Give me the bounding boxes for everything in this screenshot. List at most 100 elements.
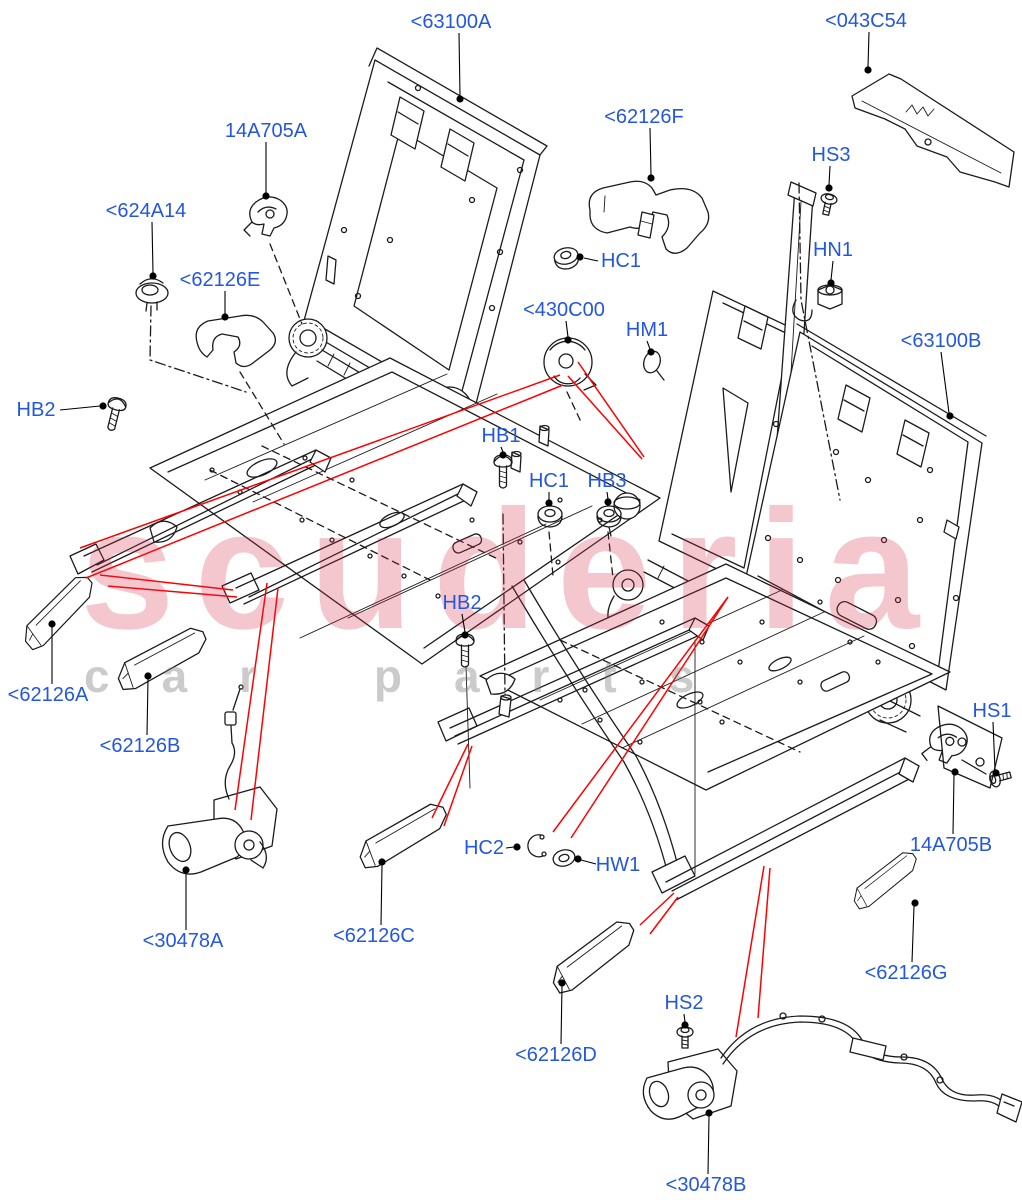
dot-HS2 bbox=[681, 1021, 689, 1029]
part-label-HB2-2[interactable]: HB2 bbox=[443, 592, 482, 614]
part-label-043C54[interactable]: <043C54 bbox=[825, 10, 907, 32]
part-label-HB3[interactable]: HB3 bbox=[588, 470, 627, 492]
part-label-62126E[interactable]: <62126E bbox=[180, 269, 261, 291]
part-label-HS1[interactable]: HS1 bbox=[973, 700, 1012, 722]
part-label-62126B[interactable]: <62126B bbox=[100, 735, 181, 757]
grommet-624A14 bbox=[135, 278, 169, 312]
leader-HM1 bbox=[646, 340, 651, 350]
part-label-63100A[interactable]: <63100A bbox=[411, 11, 492, 33]
part-label-HC1-1[interactable]: HC1 bbox=[601, 250, 641, 272]
dot-30478B bbox=[705, 1109, 713, 1117]
dot-HB2-1 bbox=[99, 402, 107, 410]
dot-62126A bbox=[48, 620, 56, 628]
part-label-430C00[interactable]: <430C00 bbox=[523, 299, 605, 321]
motor-30478A bbox=[161, 684, 278, 875]
leader-30478B bbox=[707, 1115, 710, 1175]
dot-63100B bbox=[946, 412, 954, 420]
bolt-HB2-1 bbox=[101, 395, 129, 434]
part-label-HW1[interactable]: HW1 bbox=[596, 854, 640, 876]
dot-63100A bbox=[456, 95, 464, 103]
dot-043C54 bbox=[864, 66, 872, 74]
cover-62126F bbox=[588, 180, 710, 254]
part-label-62126C[interactable]: <62126C bbox=[333, 925, 415, 947]
leader-HC2 bbox=[505, 846, 515, 849]
screw-HS2 bbox=[676, 1026, 694, 1049]
clip-HM1 bbox=[643, 350, 665, 381]
part-label-62126D[interactable]: <62126D bbox=[515, 1044, 597, 1066]
nut-HN1 bbox=[817, 284, 843, 310]
leader-HS1 bbox=[992, 721, 996, 771]
dot-62126F bbox=[647, 174, 655, 182]
dot-62126D bbox=[558, 979, 566, 987]
dot-62126E bbox=[221, 313, 229, 321]
dot-HC2 bbox=[513, 843, 521, 851]
part-label-HN1[interactable]: HN1 bbox=[813, 239, 853, 261]
part-label-624A14[interactable]: <624A14 bbox=[106, 200, 187, 222]
part-label-HC1-2[interactable]: HC1 bbox=[529, 470, 569, 492]
leader-62126F bbox=[649, 127, 652, 176]
dot-62126G bbox=[911, 899, 919, 907]
leader-HS2 bbox=[683, 1013, 686, 1023]
part-label-14A705B[interactable]: 14A705B bbox=[910, 834, 992, 856]
loose-parts bbox=[14, 73, 1022, 1123]
dot-62126C bbox=[378, 858, 386, 866]
dot-430C00 bbox=[564, 336, 572, 344]
part-label-14A705A[interactable]: 14A705A bbox=[225, 120, 308, 142]
dot-HW1 bbox=[574, 855, 582, 863]
leader-HC1-1 bbox=[583, 257, 599, 262]
leader-62126C bbox=[380, 864, 383, 926]
leader-624A14 bbox=[151, 221, 154, 274]
latch-430C00 bbox=[543, 337, 597, 391]
part-label-62126G[interactable]: <62126G bbox=[865, 962, 948, 984]
construction-lines bbox=[149, 182, 841, 875]
part-labels: <63100A 14A705A <624A14 <62126E <62126F <043C… bbox=[8, 10, 1012, 1196]
dot-HB2-2 bbox=[461, 631, 469, 639]
part-label-30478A[interactable]: <30478A bbox=[143, 930, 224, 952]
part-label-HM1[interactable]: HM1 bbox=[626, 319, 668, 341]
dot-HS1 bbox=[992, 769, 1000, 777]
dot-HB1 bbox=[499, 451, 507, 459]
part-label-HS3[interactable]: HS3 bbox=[812, 144, 851, 166]
right-seatback-frame bbox=[607, 181, 987, 733]
leader-043C54 bbox=[867, 31, 870, 68]
watermark-subtext: car parts bbox=[84, 650, 746, 702]
part-label-62126F[interactable]: <62126F bbox=[604, 106, 684, 128]
label-leader-lines bbox=[48, 31, 1000, 1175]
dot-62126B bbox=[144, 672, 152, 680]
leader-63100B bbox=[940, 351, 950, 414]
dot-14A705A bbox=[262, 192, 270, 200]
leader-HW1 bbox=[580, 859, 597, 865]
part-label-HB1[interactable]: HB1 bbox=[482, 425, 521, 447]
dot-HC1-2 bbox=[545, 499, 553, 507]
part-label-62126A[interactable]: <62126A bbox=[8, 684, 89, 706]
leader-HB2-2 bbox=[461, 613, 466, 633]
dot-HN1 bbox=[827, 279, 835, 287]
leader-62126B bbox=[146, 678, 149, 736]
circlip-HC2 bbox=[527, 834, 547, 858]
leader-430C00 bbox=[565, 320, 569, 338]
leader-63100A bbox=[458, 32, 461, 97]
screw-HS3 bbox=[817, 191, 839, 217]
leader-HS3 bbox=[828, 165, 831, 186]
part-label-63100B[interactable]: <63100B bbox=[901, 330, 982, 352]
leader-HN1 bbox=[830, 260, 834, 281]
red-locator-arrows bbox=[79, 361, 771, 1038]
part-label-30478B[interactable]: <30478B bbox=[666, 1174, 747, 1196]
dot-HM1 bbox=[647, 348, 655, 356]
dot-HB3 bbox=[604, 498, 612, 506]
dot-HS3 bbox=[825, 184, 833, 192]
left-seatback-frame bbox=[286, 47, 548, 455]
part-label-HS2[interactable]: HS2 bbox=[665, 992, 704, 1014]
part-label-HB2-1[interactable]: HB2 bbox=[17, 399, 56, 421]
part-label-HC2[interactable]: HC2 bbox=[464, 837, 504, 859]
trim-panel-043C54 bbox=[851, 73, 1015, 188]
leader-62126G bbox=[911, 905, 915, 963]
motor-30478B bbox=[642, 1012, 1022, 1123]
right-seatbase-frame bbox=[437, 563, 1003, 901]
leader-HB3 bbox=[606, 491, 609, 500]
line-art bbox=[14, 47, 1022, 1123]
leader-62126D bbox=[560, 985, 563, 1045]
leader-HB2-1 bbox=[59, 405, 101, 411]
dot-HC1-1 bbox=[576, 253, 584, 261]
